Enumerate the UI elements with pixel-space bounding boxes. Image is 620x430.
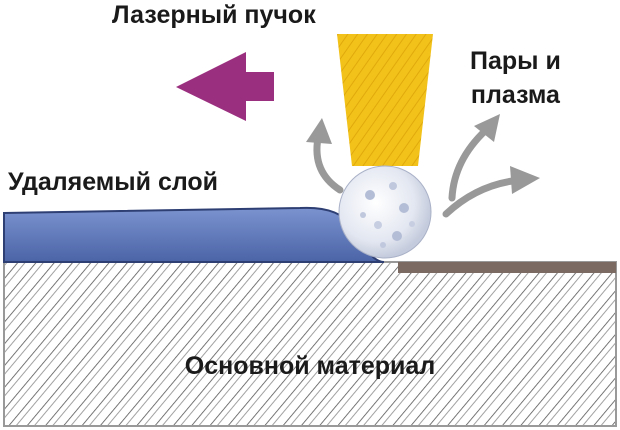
vapor-label-line1: Пары и (470, 47, 561, 75)
vapor-plasma-label: Пары и плазма (470, 44, 561, 112)
base-material (3, 261, 617, 427)
vapor-label-line2: плазма (470, 81, 560, 109)
arrow-left-icon (176, 52, 274, 121)
base-material-label: Основной материал (184, 352, 436, 380)
removed-layer (3, 206, 385, 263)
laser-beam-label: Лазерный пучок (112, 1, 316, 29)
cleaned-surface (398, 262, 616, 273)
removed-layer-label: Удаляемый слой (8, 168, 219, 196)
laser-beam (337, 34, 433, 166)
curved-arrow-heads (306, 114, 540, 194)
plasma-bubble-icon (338, 165, 432, 259)
